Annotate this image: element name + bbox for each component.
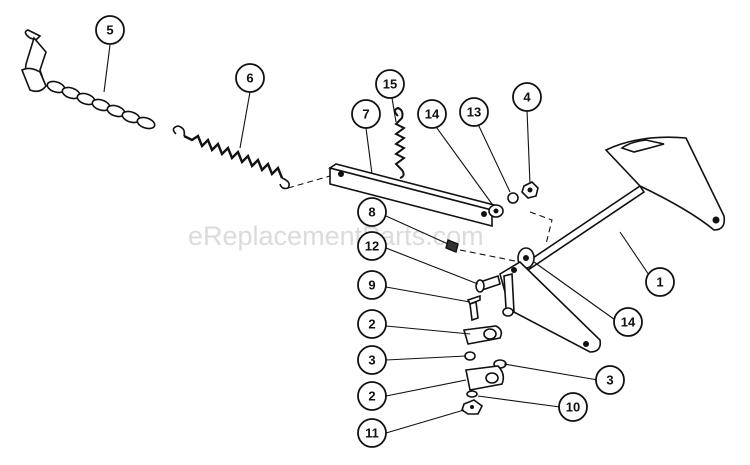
- callout-11: 11: [357, 418, 387, 448]
- callout-2-lower: 2: [357, 381, 387, 411]
- svg-text:14: 14: [621, 315, 636, 330]
- svg-text:13: 13: [467, 105, 481, 120]
- svg-text:2: 2: [368, 317, 375, 332]
- svg-text:3: 3: [368, 353, 375, 368]
- part-14-washer-top: [488, 204, 504, 218]
- callout-8: 8: [357, 197, 387, 227]
- svg-text:8: 8: [368, 205, 375, 220]
- callout-13: 13: [459, 97, 489, 127]
- part-13-lock-washer: [507, 192, 519, 204]
- svg-text:9: 9: [368, 278, 375, 293]
- svg-text:4: 4: [523, 90, 531, 105]
- callout-2-upper: 2: [357, 309, 387, 339]
- leader-lines: [103, 44, 654, 434]
- part-11-nut: [461, 399, 484, 415]
- part-15-small-spring: [394, 106, 406, 179]
- part-6-spring: [172, 125, 290, 190]
- part-1-lever-assembly: [499, 136, 726, 353]
- svg-text:15: 15: [383, 77, 397, 92]
- part-9-bolt: [466, 294, 481, 322]
- svg-text:3: 3: [606, 373, 613, 388]
- svg-text:14: 14: [425, 107, 440, 122]
- callout-1: 1: [645, 267, 675, 297]
- svg-text:1: 1: [656, 275, 663, 290]
- svg-text:12: 12: [365, 239, 379, 254]
- svg-text:10: 10: [566, 400, 580, 415]
- part-7-link-bar: [328, 163, 500, 228]
- part-10-washer: [466, 390, 478, 398]
- callout-15: 15: [375, 69, 405, 99]
- watermark: eReplacementParts.com: [188, 221, 484, 251]
- callout-6: 6: [235, 63, 265, 93]
- part-2-clamp-upper: [462, 325, 503, 345]
- callout-9: 9: [357, 270, 387, 300]
- callout-4: 4: [512, 82, 542, 112]
- callout-12: 12: [357, 231, 387, 261]
- callout-14-top: 14: [417, 99, 447, 129]
- chain-links: [46, 80, 156, 130]
- svg-text:7: 7: [362, 107, 369, 122]
- svg-text:11: 11: [365, 426, 379, 441]
- part-5-chain-handle: [20, 29, 156, 130]
- callout-3-right: 3: [595, 365, 625, 395]
- svg-text:5: 5: [106, 23, 113, 38]
- part-2-clamp-lower: [465, 365, 505, 391]
- callout-5: 5: [95, 15, 125, 45]
- callout-10: 10: [558, 392, 588, 422]
- callout-14-bottom: 14: [613, 307, 643, 337]
- callout-7: 7: [351, 99, 381, 129]
- part-4-nut: [521, 181, 539, 199]
- svg-text:6: 6: [246, 71, 253, 86]
- part-3-lock-washer-left: [464, 351, 476, 361]
- svg-text:2: 2: [368, 389, 375, 404]
- part-8-pin: [445, 239, 459, 253]
- callout-3-left: 3: [357, 345, 387, 375]
- part-12-bolt: [475, 274, 501, 293]
